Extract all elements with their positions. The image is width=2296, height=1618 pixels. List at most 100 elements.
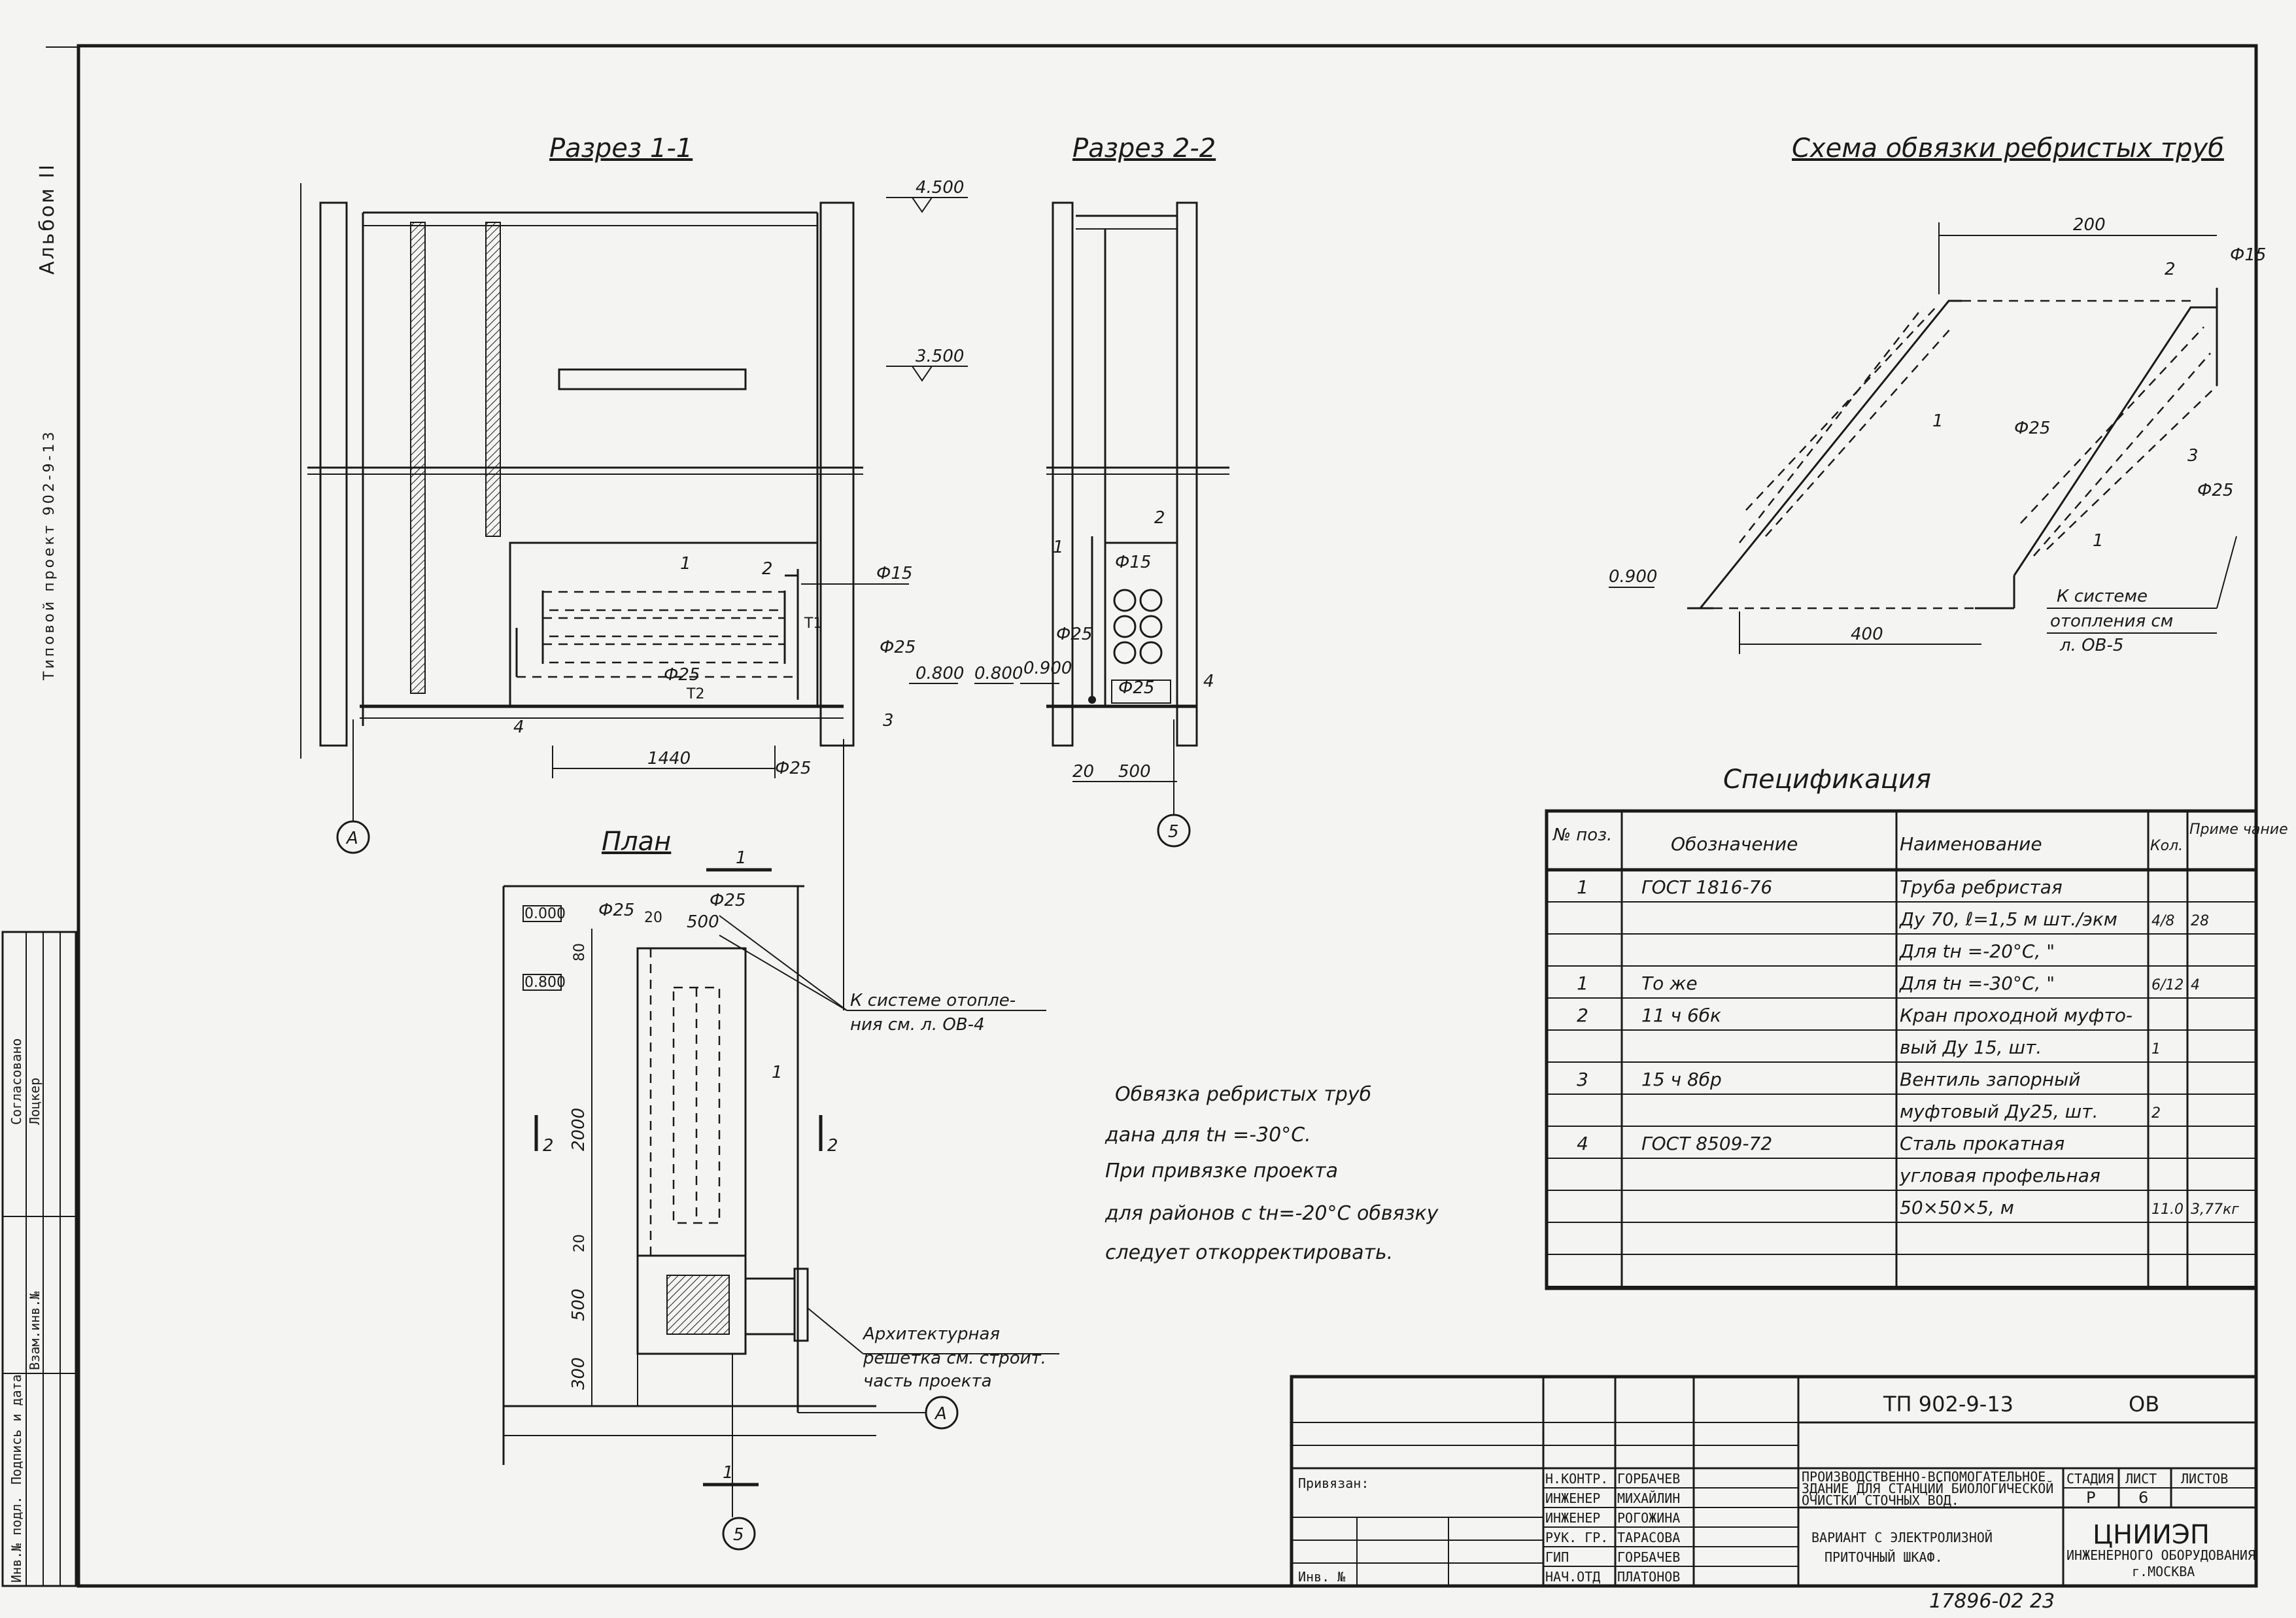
plan-grille-2: решетка см. строит. (863, 1349, 1046, 1368)
dim-400: 400 (1851, 625, 1883, 644)
tb-bound: Привязан: (1298, 1475, 1369, 1491)
spec-cell-name: вый Ду 15, шт. (1900, 1037, 2042, 1058)
spec-cell-name: Кран проходной муфто- (1900, 1005, 2133, 1026)
plan-cut1-bottom: 1 (723, 1463, 734, 1483)
section-1-1-pos4: 4 (513, 717, 524, 737)
spec-cell-designation: 15 ч 8бр (1641, 1069, 1722, 1090)
plan-d80: 80 (572, 943, 588, 961)
margin-stamp-col-1: Инв.№ подл. (9, 1496, 24, 1583)
plan-link-1: К системе отопле- (850, 991, 1016, 1010)
section-2-2-title: Разрез 2-2 (1072, 133, 1216, 164)
dim-1440: 1440 (647, 749, 691, 768)
elevation-3500: 3.500 (916, 347, 964, 366)
archive-number: 17896-02 23 (1929, 1590, 2055, 1613)
scheme-link-3: л. ОВ-5 (2059, 636, 2123, 655)
spec-cell-name: Для tн =-20°С, " (1898, 940, 2055, 962)
scheme-link-2: отопления см (2050, 611, 2173, 631)
dim-200: 200 (2073, 215, 2106, 235)
margin-stamp-name-1: Согласовано (9, 1039, 24, 1125)
spec-header-name: Наименование (1900, 833, 2042, 855)
plan-cut2-right: 2 (827, 1136, 838, 1156)
spec-cell-pos: 4 (1577, 1133, 1588, 1154)
tb-name: РОГОЖИНА (1617, 1510, 1680, 1526)
spec-header-qty: Кол. (2150, 838, 2183, 854)
section-1-1-pos3: 3 (883, 711, 894, 731)
tb-sheet-header: ЛИСТ (2125, 1471, 2157, 1487)
section-1-1-phi15: Ф15 (876, 564, 912, 583)
section-2-2-phi25b: Ф25 (1118, 678, 1154, 698)
piping-scheme: Схема обвязки ребристых труб 200 400 0.9… (1609, 133, 2266, 655)
section-1-1-phi25b: Ф25 (664, 665, 700, 685)
title-block: ТП 902-9-13 ОВ Привязан: Инв. № Н.КОНТР.… (1290, 1375, 2258, 1588)
section-2-2-phi15: Ф15 (1115, 553, 1151, 572)
spec-cell-name: муфтовый Ду25, шт. (1900, 1101, 2099, 1122)
scheme-elevation-0900: 0.900 (1609, 567, 1657, 587)
spec-cell-designation: ГОСТ 8509-72 (1641, 1133, 1772, 1154)
section-1-1-t1: Т1 (804, 615, 822, 632)
tb-role: НАЧ.ОТД (1545, 1569, 1600, 1585)
vertical-project-title: Типовой проект 902-9-13 (41, 429, 58, 681)
plan-cut2-left: 2 (543, 1136, 554, 1156)
scheme-pos1: 1 (1932, 411, 1944, 431)
tb-role: РУК. ГР. (1545, 1530, 1608, 1545)
scheme-phi25b: Ф25 (2197, 481, 2233, 500)
tb-name: МИХАЙЛИН (1617, 1490, 1680, 1506)
design-note: Обвязка ребристых труб дана для tн =-30°… (1105, 1083, 1439, 1264)
elevation-0800-b: 0.800 (974, 664, 1023, 683)
dim-500-s22: 500 (1118, 762, 1151, 782)
margin-stamp-name-2: Лоцкер (27, 1078, 43, 1125)
spec-cell-name: Вентиль запорный (1900, 1069, 2080, 1090)
plan-pos1: 1 (772, 1063, 783, 1082)
tb-doc-code: ТП 902-9-13 (1883, 1392, 2013, 1417)
spec-cell-name: Ду 70, ℓ=1,5 м шт./экм (1898, 908, 2117, 930)
spec-cell-pos: 3 (1577, 1069, 1588, 1090)
tb-org-3: г.МОСКВА (2132, 1564, 2195, 1579)
vertical-album-label: Альбом II (36, 163, 59, 275)
spec-cell-designation: ГОСТ 1816-76 (1641, 876, 1772, 898)
tb-sheet-mark: ОВ (2129, 1392, 2159, 1417)
scheme-link-1: К системе (2057, 587, 2148, 606)
scheme-title: Схема обвязки ребристых труб (1792, 133, 2224, 164)
note-line-1: Обвязка ребристых труб (1115, 1083, 1371, 1106)
plan-elev-0000: 0.000 (524, 906, 566, 922)
tb-role: ИНЖЕНЕР (1545, 1510, 1600, 1526)
note-line-5: следует откорректировать. (1105, 1241, 1393, 1264)
spec-cell-pos: 1 (1577, 876, 1588, 898)
plan-d300: 300 (569, 1357, 589, 1390)
margin-stamp-col-2: Подпись и дата (9, 1374, 24, 1485)
section-1-1-pos1: 1 (680, 554, 691, 574)
plan-d500b: 500 (569, 1288, 589, 1321)
section-2-2: Разрез 2-2 Ф15 Ф25 Ф25 1 2 4 0.800 0.900… (974, 133, 1229, 848)
tb-sheets-header: ЛИСТОВ (2181, 1471, 2228, 1487)
margin-stamp: Инв.№ подл. Подпись и дата Взам.инв.№ Со… (1, 931, 77, 1587)
spec-cell-qty: 2 (2151, 1105, 2161, 1122)
note-line-3: При привязке проекта (1105, 1160, 1338, 1182)
section-1-1-title: Разрез 1-1 (549, 133, 693, 164)
scheme-phi25: Ф25 (2014, 419, 2050, 438)
spec-cell-note: 28 (2191, 913, 2209, 929)
spec-cell-qty: 4/8 (2151, 913, 2174, 929)
tb-role: ГИП (1545, 1549, 1569, 1565)
note-line-2: дана для tн =-30°С. (1105, 1124, 1311, 1146)
plan-link-2: ния см. л. ОВ-4 (850, 1015, 985, 1035)
tb-object-1: ПРОИЗВОДСТВЕННО-ВСПОМОГАТЕЛЬНОЕ (1802, 1469, 2046, 1485)
tb-org-1: ЦНИИЭП (2093, 1520, 2210, 1550)
spec-cell-name: 50×50×5, м (1900, 1197, 2014, 1218)
tb-variant-1: ВАРИАНТ С ЭЛЕКТРОЛИЗНОЙ (1811, 1530, 1993, 1545)
tb-name: ГОРБАЧЕВ (1617, 1471, 1680, 1487)
scheme-pos1b: 1 (2093, 531, 2104, 551)
plan-title: План (602, 827, 671, 857)
tb-org-2: ИНЖЕНЕРНОГО ОБОРУДОВАНИЯ (2066, 1547, 2255, 1563)
spec-cell-name: Для tн =-30°С, " (1898, 973, 2055, 994)
section-2-2-pos2: 2 (1154, 508, 1165, 528)
section-2-2-pos1: 1 (1053, 538, 1064, 557)
specification-table: Спецификация № поз. Обозначение Наименов… (1545, 765, 2288, 1290)
axis-a-bubble-1: А (345, 829, 358, 848)
spec-cell-pos: 1 (1577, 973, 1588, 994)
spec-cell-qty: 1 (2151, 1041, 2161, 1058)
plan-view: План 1 1 2 2 0.000 0.800 Ф25 Ф25 20 500 (502, 739, 1059, 1551)
spec-cell-name: Сталь прокатная (1900, 1133, 2065, 1154)
axis-5-bubble-1: 5 (1168, 822, 1179, 842)
spec-cell-pos: 2 (1577, 1005, 1588, 1026)
